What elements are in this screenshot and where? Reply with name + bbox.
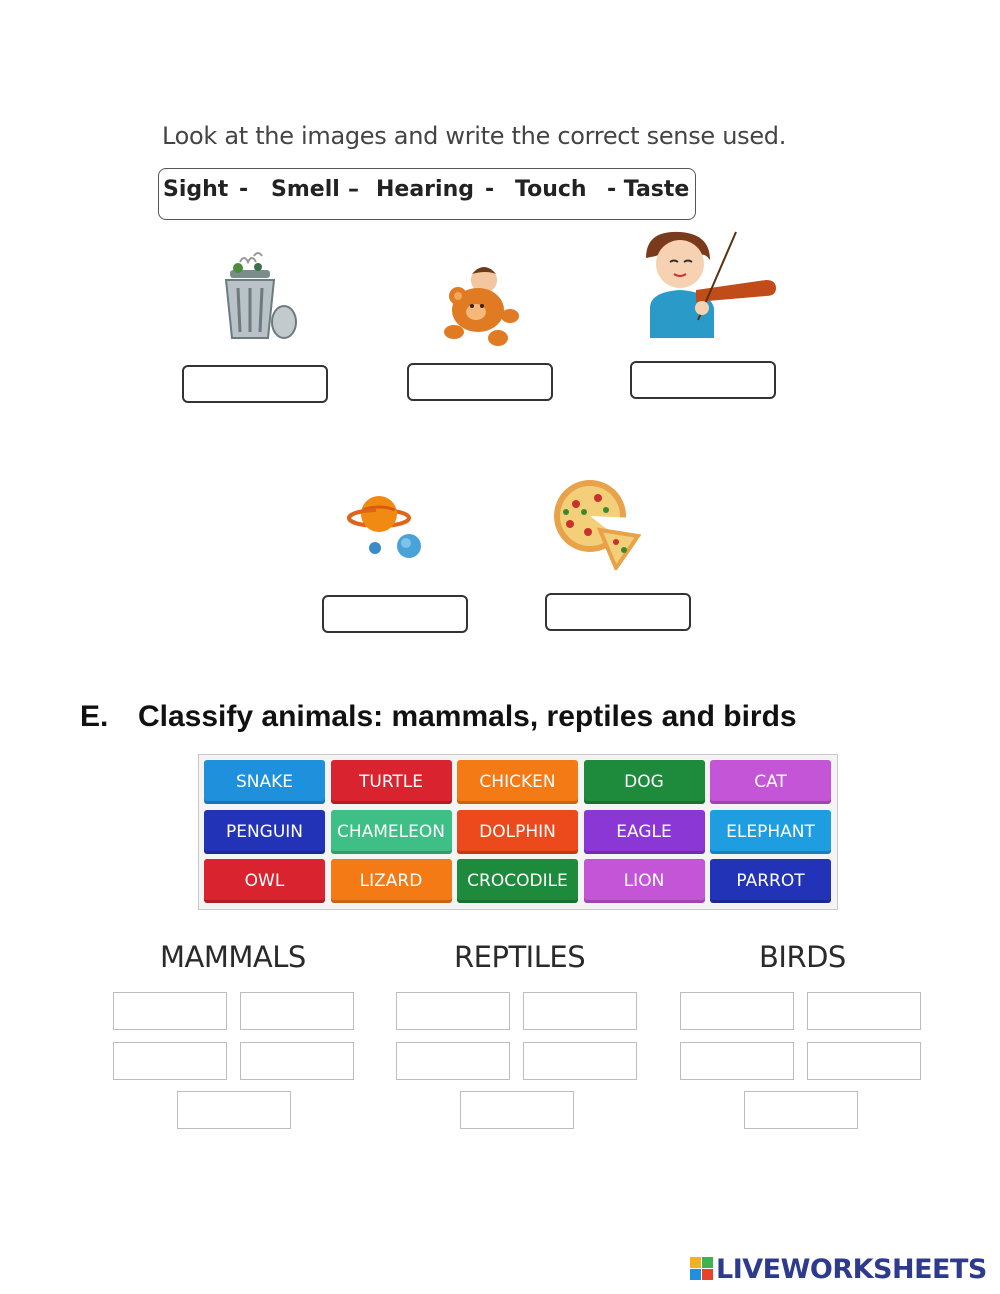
category-mammals-title: MAMMALS <box>160 940 306 974</box>
animal-tile-elephant[interactable]: ELEPHANT <box>710 809 831 854</box>
liveworksheets-logo: LIVEWORKSHEETS <box>690 1253 987 1285</box>
category-reptiles-title: REPTILES <box>454 940 586 974</box>
word-hearing: Hearing <box>376 177 474 202</box>
animal-tile-chicken[interactable]: CHICKEN <box>457 760 578 804</box>
birds-drop-slot[interactable] <box>807 992 921 1030</box>
birds-drop-slot[interactable] <box>680 992 794 1030</box>
instruction-text: Look at the images and write the correct… <box>162 122 787 150</box>
section-title-text: Classify animals: mammals, reptiles and … <box>138 700 797 733</box>
word-smell: Smell <box>271 177 340 202</box>
word-bank: Sight - Smell – Hearing - Touch - Taste <box>158 168 696 220</box>
animal-tile-snake[interactable]: SNAKE <box>204 760 325 804</box>
animal-tile-owl[interactable]: OWL <box>204 859 325 903</box>
animal-tile-parrot[interactable]: PARROT <box>710 859 831 903</box>
birds-drop-slot[interactable] <box>680 1042 794 1080</box>
mammals-drop-slot[interactable] <box>240 992 354 1030</box>
mammals-drop-slot[interactable] <box>240 1042 354 1080</box>
animal-tile-cat[interactable]: CAT <box>710 760 831 804</box>
trash-can-icon <box>224 252 297 339</box>
birds-drop-slot[interactable] <box>744 1091 858 1129</box>
animal-tile-crocodile[interactable]: CROCODILE <box>457 859 578 903</box>
mammals-drop-slot[interactable] <box>113 992 227 1030</box>
word-sight: Sight <box>163 177 229 202</box>
section-e-title: E. Classify animals: mammals, reptiles an… <box>80 700 797 734</box>
animal-tile-penguin[interactable]: PENGUIN <box>204 809 325 854</box>
animal-tile-dolphin[interactable]: DOLPHIN <box>457 809 578 854</box>
sense-answer-box-5[interactable] <box>545 593 691 631</box>
mammals-drop-slot[interactable] <box>177 1091 291 1129</box>
word-separator: – <box>348 177 359 202</box>
reptiles-drop-slot[interactable] <box>396 992 510 1030</box>
reptiles-drop-slot[interactable] <box>460 1091 574 1129</box>
birds-drop-slot[interactable] <box>807 1042 921 1080</box>
animal-tile-lion[interactable]: LION <box>583 859 705 903</box>
word-separator: - <box>239 177 249 202</box>
sense-answer-box-2[interactable] <box>407 363 553 401</box>
planets-icon <box>347 496 421 558</box>
reptiles-drop-slot[interactable] <box>523 1042 637 1080</box>
logo-mark-icon <box>690 1257 714 1281</box>
animal-tile-dog[interactable]: DOG <box>583 760 705 804</box>
reptiles-drop-slot[interactable] <box>396 1042 510 1080</box>
word-taste: - Taste <box>607 177 690 202</box>
section-letter: E. <box>80 700 109 733</box>
word-separator: - <box>485 177 495 202</box>
sense-answer-box-1[interactable] <box>182 365 328 403</box>
reptiles-drop-slot[interactable] <box>523 992 637 1030</box>
animal-tile-chameleon[interactable]: CHAMELEON <box>330 809 452 854</box>
pizza-icon <box>554 480 642 570</box>
sense-answer-box-3[interactable] <box>630 361 776 399</box>
animal-tile-lizard[interactable]: LIZARD <box>330 859 452 903</box>
sense-answer-box-4[interactable] <box>322 595 468 633</box>
word-touch: Touch <box>515 177 587 202</box>
violin-player-icon <box>646 231 776 338</box>
category-birds-title: BIRDS <box>759 940 846 974</box>
animal-tile-eagle[interactable]: EAGLE <box>583 809 705 854</box>
teddy-bear-icon <box>444 267 519 346</box>
mammals-drop-slot[interactable] <box>113 1042 227 1080</box>
logo-text: LIVEWORKSHEETS <box>716 1253 987 1285</box>
animal-tile-turtle[interactable]: TURTLE <box>330 760 452 804</box>
